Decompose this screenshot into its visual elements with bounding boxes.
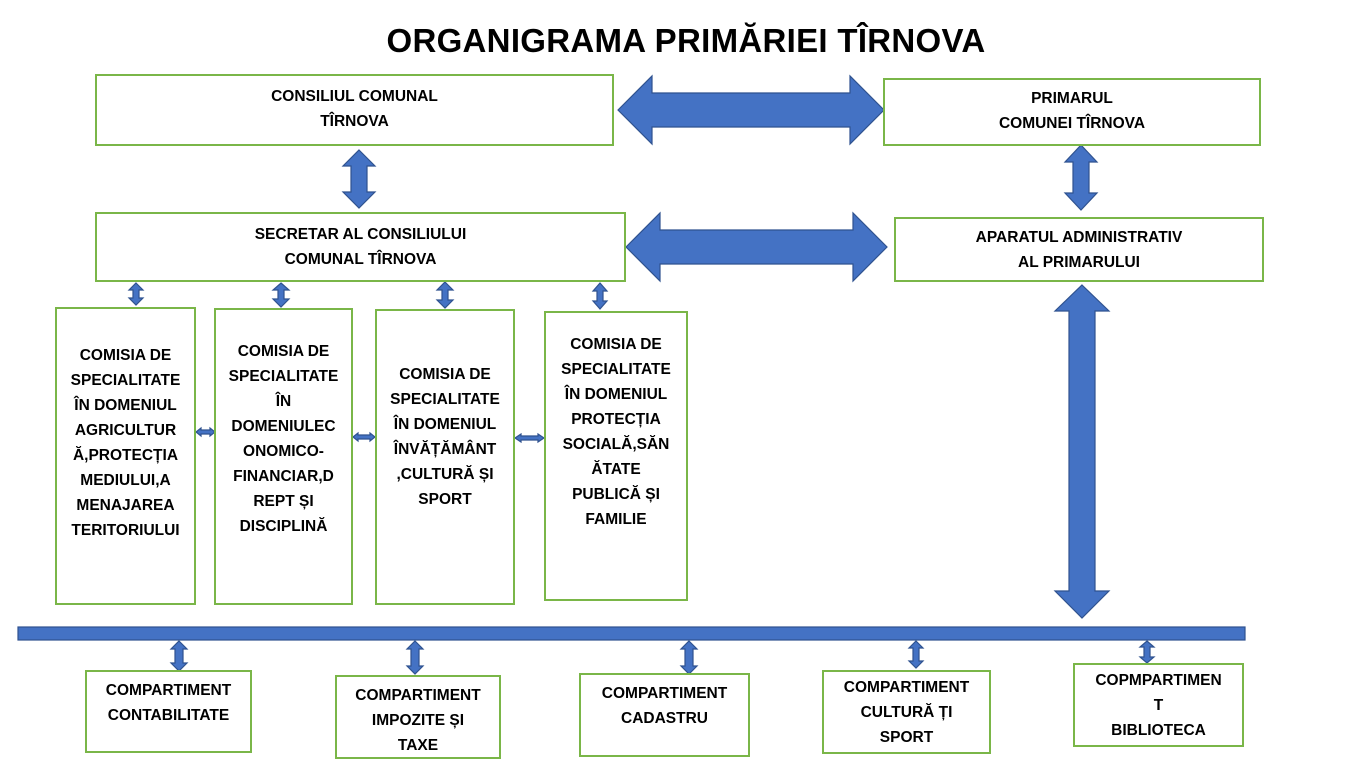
box-compartiment-cadastru: COMPARTIMENT CADASTRU xyxy=(579,673,750,757)
box-label: COPMPARTIMEN T BIBLIOTECA xyxy=(1095,672,1222,739)
box-comisia-economico-financiar: COMISIA DE SPECIALITATE ÎN DOMENIULEC ON… xyxy=(214,308,353,605)
arrow-aparat-bar xyxy=(1053,284,1111,619)
box-label: APARATUL ADMINISTRATIV AL PRIMARULUI xyxy=(975,229,1183,271)
box-label: SECRETAR AL CONSILIULUI COMUNAL TÎRNOVA xyxy=(254,226,467,268)
box-label: COMISIA DE SPECIALITATE ÎN DOMENIUL AGRI… xyxy=(70,346,181,539)
box-compartiment-cultura-sport: COMPARTIMENT CULTURĂ ȚI SPORT xyxy=(822,670,991,754)
box-label: COMPARTIMENT CULTURĂ ȚI SPORT xyxy=(843,679,970,746)
box-label: CONSILIUL COMUNAL TÎRNOVA xyxy=(271,88,438,130)
box-label: PRIMARUL COMUNEI TÎRNOVA xyxy=(998,90,1146,132)
box-compartiment-contabilitate: COMPARTIMENT CONTABILITATE xyxy=(85,670,252,753)
arrow-bar-comp-5 xyxy=(1138,640,1156,664)
box-label: COMPARTIMENT CADASTRU xyxy=(601,685,728,727)
box-label: COMISIA DE SPECIALITATE ÎN DOMENIUL ÎNVĂ… xyxy=(390,366,500,508)
box-label: COMISIA DE SPECIALITATE ÎN DOMENIUL PROT… xyxy=(561,336,671,528)
arrow-secretar-comm-1 xyxy=(127,282,145,306)
box-label: COMPARTIMENT CONTABILITATE xyxy=(105,682,232,724)
box-secretar: SECRETAR AL CONSILIULUI COMUNAL TÎRNOVA xyxy=(95,212,626,282)
arrow-bar-comp-2 xyxy=(405,640,425,675)
arrow-bar-comp-3 xyxy=(679,640,699,675)
arrow-comm-1-2 xyxy=(195,426,216,438)
arrow-bar-comp-4 xyxy=(907,640,925,669)
horizontal-bus-bar xyxy=(17,626,1246,641)
box-comisia-protectie-sociala: COMISIA DE SPECIALITATE ÎN DOMENIUL PROT… xyxy=(544,311,688,601)
arrow-bar-comp-1 xyxy=(169,640,189,672)
box-aparat-administrativ: APARATUL ADMINISTRATIV AL PRIMARULUI xyxy=(894,217,1264,282)
arrow-comm-2-3 xyxy=(352,431,376,443)
box-comisia-agricultura: COMISIA DE SPECIALITATE ÎN DOMENIUL AGRI… xyxy=(55,307,196,605)
arrow-secretar-comm-2 xyxy=(271,282,291,308)
arrow-comm-3-4 xyxy=(513,432,546,444)
box-primarul: PRIMARUL COMUNEI TÎRNOVA xyxy=(883,78,1261,146)
arrow-consiliu-primar xyxy=(617,74,885,146)
box-compartiment-biblioteca: COPMPARTIMEN T BIBLIOTECA xyxy=(1073,663,1244,747)
box-comisia-invatamant: COMISIA DE SPECIALITATE ÎN DOMENIUL ÎNVĂ… xyxy=(375,309,515,605)
arrow-consiliu-secretar xyxy=(341,149,377,209)
box-compartiment-impozite: COMPARTIMENT IMPOZITE ȘI TAXE xyxy=(335,675,501,759)
arrow-secretar-comm-4 xyxy=(591,282,609,310)
box-consiliul-comunal: CONSILIUL COMUNAL TÎRNOVA xyxy=(95,74,614,146)
box-label: COMPARTIMENT IMPOZITE ȘI TAXE xyxy=(355,687,481,754)
arrow-secretar-comm-3 xyxy=(435,281,455,309)
arrow-secretar-aparat xyxy=(625,211,888,283)
chart-title: ORGANIGRAMA PRIMĂRIEI TÎRNOVA xyxy=(386,22,986,59)
box-label: COMISIA DE SPECIALITATE ÎN DOMENIULEC ON… xyxy=(228,343,339,535)
arrow-primar-aparat xyxy=(1063,144,1099,211)
